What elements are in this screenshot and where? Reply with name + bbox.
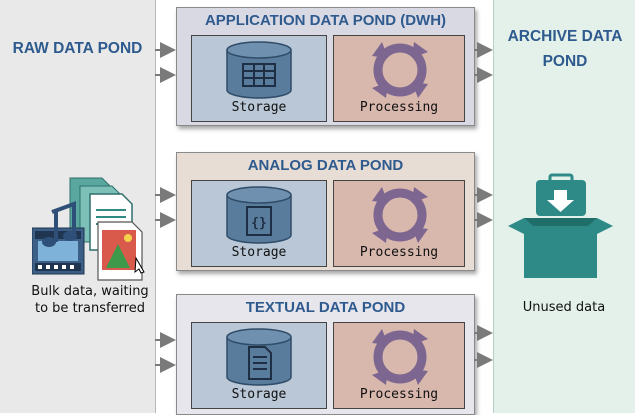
pond-title: ANALOG DATA POND: [247, 157, 404, 174]
storage-label: Storage: [231, 387, 287, 402]
processing-label: Processing: [359, 100, 439, 115]
unused-data-label: Unused data: [522, 300, 606, 315]
svg-text:{}: {}: [251, 216, 267, 231]
storage-label: Storage: [231, 100, 287, 115]
pond-title: TEXTUAL DATA POND: [245, 299, 406, 316]
bulk-data-label: Bulk data, waiting to be transferred: [31, 284, 149, 316]
database-icon: [226, 328, 292, 386]
processing-box: Processing: [333, 35, 465, 122]
pond-title: APPLICATION DATA POND (DWH): [204, 12, 447, 29]
table-icon: [242, 63, 276, 87]
application-data-pond: APPLICATION DATA POND (DWH) Storage: [176, 7, 475, 126]
database-icon: [226, 41, 292, 99]
cycle-arrows-icon: [372, 42, 428, 98]
storage-box: Storage: [191, 35, 327, 122]
image-file-icon: [97, 221, 145, 281]
processing-label: Processing: [359, 387, 439, 402]
braces-document-icon: {}: [246, 206, 272, 236]
music-note-icon: [42, 201, 77, 247]
text-document-icon: [248, 346, 272, 380]
processing-box: Processing: [333, 322, 465, 409]
analog-data-pond: ANALOG DATA POND {} Storage Processing: [176, 152, 475, 271]
storage-box: Storage: [191, 322, 327, 409]
processing-box: Processing: [333, 180, 465, 267]
storage-box: {} Storage: [191, 180, 327, 267]
archive-box-icon: [508, 172, 613, 282]
cycle-arrows-icon: [372, 187, 428, 243]
bulk-data-illustration: [32, 172, 152, 282]
storage-label: Storage: [231, 245, 287, 260]
archive-data-pond-title: ARCHIVE DATA POND: [507, 28, 623, 70]
processing-label: Processing: [359, 245, 439, 260]
textual-data-pond: TEXTUAL DATA POND Storage Processing: [176, 294, 475, 415]
cycle-arrows-icon: [372, 329, 428, 385]
raw-data-pond-title: RAW DATA POND: [12, 40, 143, 57]
database-icon: {}: [226, 186, 292, 244]
